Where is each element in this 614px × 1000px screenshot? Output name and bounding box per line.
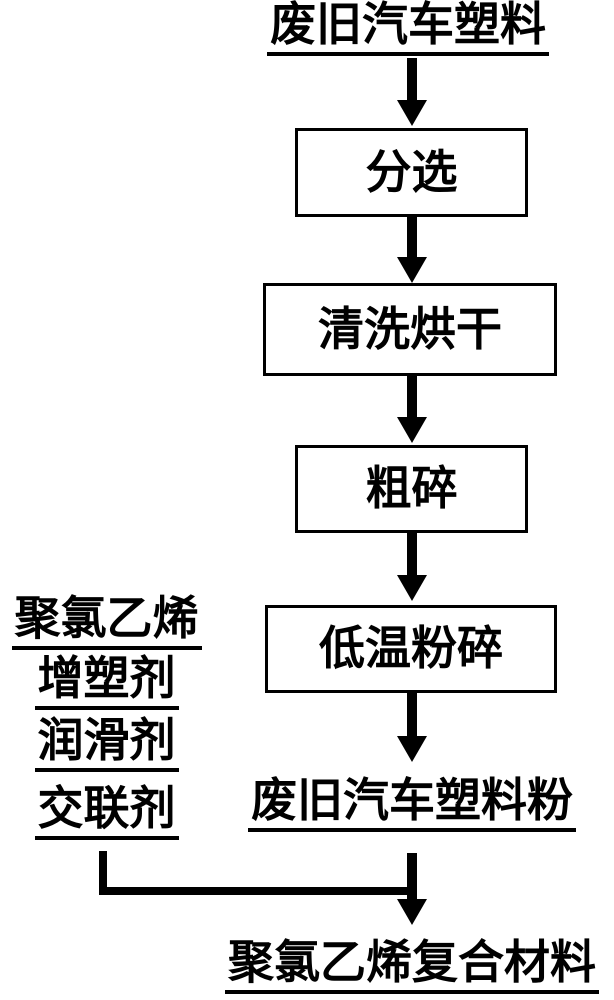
arrow-shaft: [407, 693, 417, 736]
arrow-head-icon: [397, 257, 427, 283]
arrow-shaft: [407, 217, 417, 257]
result-label: 聚氯乙烯复合材料: [162, 940, 614, 994]
additive-label-text: 交联剂: [34, 786, 179, 840]
arrow-head-icon: [397, 575, 427, 601]
arrow-shaft: [407, 853, 417, 899]
additive-label-lubricant: 润滑剂: [0, 718, 213, 772]
process-box-sorting: 分选: [295, 128, 528, 217]
process-box-sorting-label: 分选: [365, 146, 458, 198]
arrow-shaft: [407, 533, 417, 575]
additive-label-text: 增塑剂: [34, 656, 179, 710]
additives-connector-vertical: [99, 851, 107, 895]
process-box-coarse-crushing: 粗碎: [295, 445, 528, 533]
arrow-source-to-sorting: [397, 58, 427, 126]
process-box-washing-drying-label: 清洗烘干: [318, 303, 502, 355]
additive-label-pvc: 聚氯乙烯: [0, 596, 213, 650]
arrow-shaft: [407, 376, 417, 417]
additive-label-text: 润滑剂: [34, 718, 179, 772]
arrow-shaft: [407, 58, 417, 100]
arrow-crushing-to-pulverizing: [397, 533, 427, 601]
intermediate-label-text: 废旧汽车塑料粉: [248, 778, 576, 832]
additive-label-text: 聚氯乙烯: [11, 596, 202, 650]
source-label: 废旧汽车塑料: [158, 2, 614, 56]
arrow-head-icon: [397, 736, 427, 762]
process-box-cryogenic-pulverizing-label: 低温粉碎: [319, 623, 503, 674]
additive-label-plasticizer: 增塑剂: [0, 656, 213, 710]
arrow-head-icon: [397, 100, 427, 126]
arrow-head-icon: [397, 899, 427, 925]
intermediate-label: 废旧汽车塑料粉: [162, 778, 614, 832]
source-label-text: 废旧汽车塑料: [267, 2, 549, 56]
process-box-coarse-crushing-label: 粗碎: [365, 463, 458, 514]
arrow-head-icon: [397, 417, 427, 443]
arrow-pulverizing-to-powder: [397, 693, 427, 762]
additives-connector-horizontal: [99, 887, 412, 895]
process-box-cryogenic-pulverizing: 低温粉碎: [265, 605, 557, 693]
process-box-washing-drying: 清洗烘干: [263, 283, 557, 376]
arrow-washing-to-crushing: [397, 376, 427, 443]
arrow-powder-to-composite: [397, 853, 427, 925]
arrow-sorting-to-washing: [397, 217, 427, 283]
result-label-text: 聚氯乙烯复合材料: [225, 940, 599, 994]
additive-label-crosslinker: 交联剂: [0, 786, 213, 840]
